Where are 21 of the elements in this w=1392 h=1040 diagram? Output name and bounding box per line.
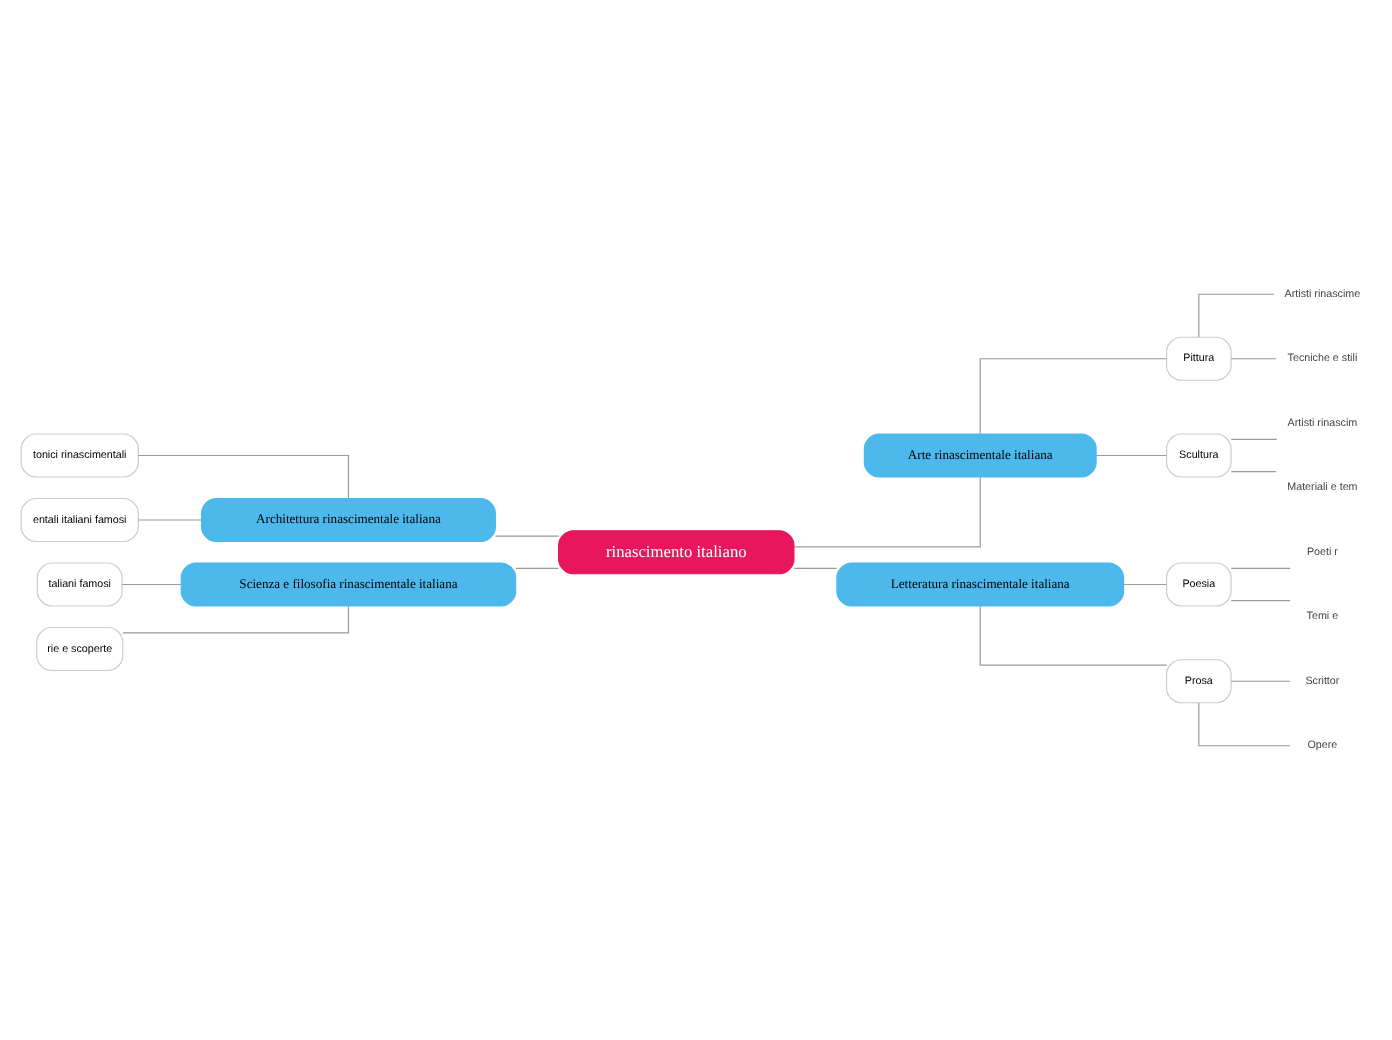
connector [137,519,202,521]
connector [121,583,182,586]
connector [1230,600,1291,602]
connector [495,535,560,537]
connector [1230,438,1278,440]
connector [1198,702,1291,747]
connector [1230,358,1277,360]
connector [515,567,559,569]
connector [1230,471,1277,473]
connector [122,605,350,634]
connector [1230,567,1291,569]
connector [1095,454,1167,457]
connector [137,454,350,499]
connector [793,476,981,548]
node-box: rinascimento italiano [558,530,795,575]
connector [793,567,838,569]
connector [1230,680,1291,682]
connector [979,605,1168,666]
connector [979,358,1168,435]
connector [1123,583,1167,586]
connector [1198,293,1275,338]
